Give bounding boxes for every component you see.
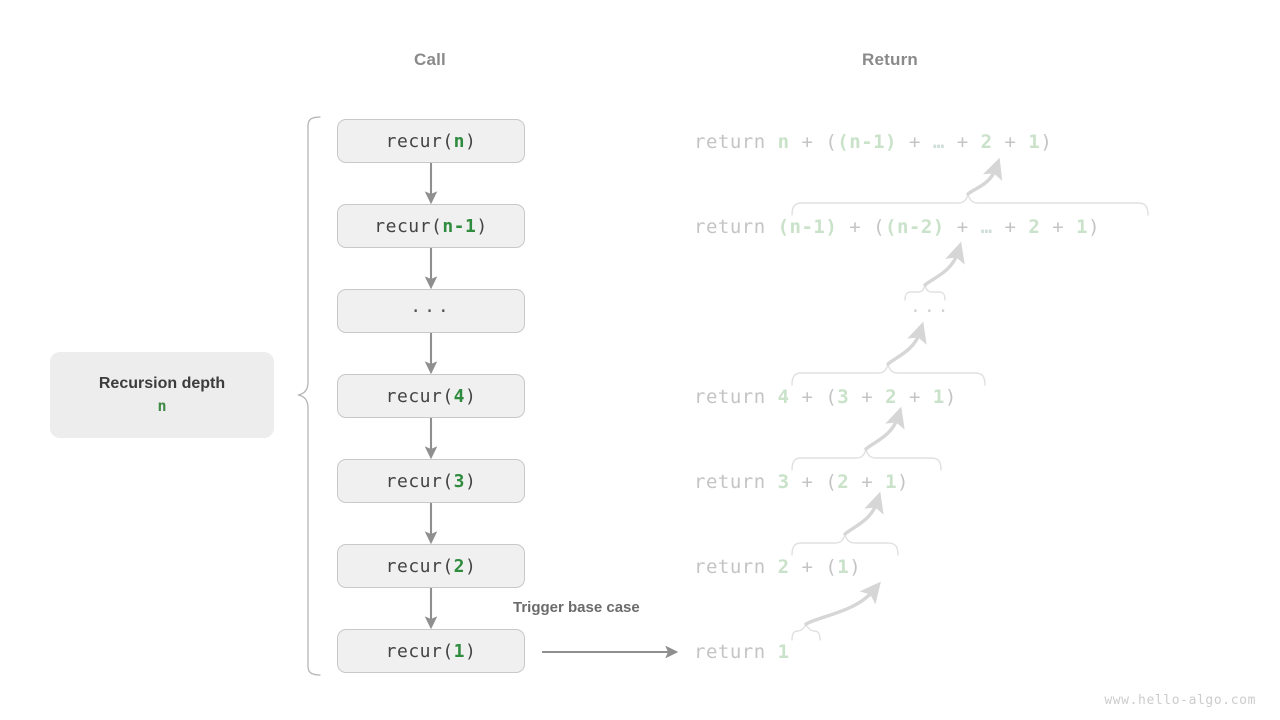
- call-box-4-text: recur(4): [385, 385, 477, 407]
- return-line-n: return n + ((n-1) + … + 2 + 1): [694, 131, 1053, 153]
- call-box-1-text: recur(1): [385, 640, 477, 662]
- return-arrow-3: [886, 321, 927, 366]
- trigger-base-case-label: Trigger base case: [513, 599, 640, 616]
- recursion-depth-value: n: [157, 397, 167, 416]
- overbrace-row-1: [791, 623, 821, 641]
- call-box-4: recur(4): [337, 374, 525, 418]
- call-box-3-text: recur(3): [385, 470, 477, 492]
- overbrace-row-3: [791, 448, 942, 471]
- return-line-1: return 1: [694, 641, 790, 663]
- return-line-ellipsis: ···: [910, 301, 952, 322]
- call-box-n: recur(n): [337, 119, 525, 163]
- overbrace-row-4: [791, 363, 986, 386]
- return-arrow-6: [804, 581, 881, 626]
- watermark: www.hello-algo.com: [1104, 693, 1256, 708]
- return-line-3: return 3 + (2 + 1): [694, 471, 909, 493]
- return-line-4: return 4 + (3 + 2 + 1): [694, 386, 957, 408]
- return-arrow-2: [923, 241, 965, 287]
- return-line-n-1: return (n-1) + ((n-2) + … + 2 + 1): [694, 216, 1101, 238]
- recursion-depth-brace: [297, 116, 321, 676]
- call-box-2-text: recur(2): [385, 555, 477, 577]
- overbrace-row-2-small: [791, 533, 899, 556]
- call-box-n-1: recur(n-1): [337, 204, 525, 248]
- call-box-n-1-text: recur(n-1): [374, 215, 488, 237]
- call-box-3: recur(3): [337, 459, 525, 503]
- call-box-ellipsis-text: ···: [410, 300, 452, 322]
- recursion-depth-label: Recursion depth n: [50, 352, 274, 438]
- return-arrow-4: [864, 406, 905, 451]
- call-box-2: recur(2): [337, 544, 525, 588]
- call-box-1: recur(1): [337, 629, 525, 673]
- call-box-n-text: recur(n): [385, 130, 477, 152]
- overbrace-row-ellipsis: [904, 284, 946, 301]
- overbrace-row-2: [791, 193, 1149, 216]
- return-line-2: return 2 + (1): [694, 556, 862, 578]
- column-header-call: Call: [414, 50, 446, 69]
- column-header-return: Return: [862, 50, 918, 69]
- return-arrow-1: [966, 157, 1003, 196]
- recursion-depth-title: Recursion depth: [98, 375, 226, 393]
- return-arrow-5: [843, 491, 884, 536]
- call-box-ellipsis: ···: [337, 289, 525, 333]
